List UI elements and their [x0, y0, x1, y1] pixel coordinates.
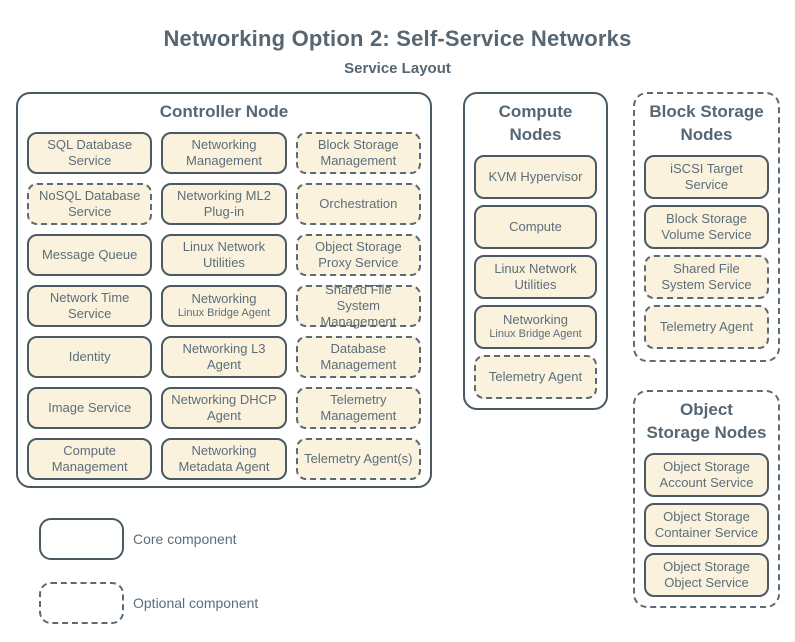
group-title-block-storage-nodes: Block Storage Nodes [649, 102, 764, 144]
service-label: Telemetry Agent [488, 368, 583, 384]
service-label: Identity [68, 349, 111, 364]
service-box: Identity [27, 335, 153, 378]
group-compute-nodes: Compute Nodes KVM Hypervisor Compute Lin… [463, 92, 608, 410]
service-label: Object Storage Container Service [654, 509, 759, 540]
service-box: Networking DHCP Agent [161, 386, 287, 429]
service-label: Networking [502, 312, 569, 328]
group-title-object-storage-nodes: Object Storage Nodes [646, 400, 767, 442]
service-label: Shared File System Service [661, 261, 752, 292]
service-label: Block Storage Volume Service [661, 211, 752, 242]
service-box: Telemetry Agent [474, 354, 597, 399]
service-box: Object Storage Object Service [644, 552, 769, 597]
service-label: Shared File System Management [320, 282, 397, 329]
service-box: Networking ML2 Plug-in [161, 182, 287, 225]
group-title-controller-node: Controller Node [159, 102, 289, 121]
service-label: Compute [509, 218, 562, 234]
service-label: Telemetry Agent [659, 318, 754, 334]
service-box: Database Management [295, 335, 421, 378]
service-box: Networking Linux Bridge Agent [161, 284, 287, 327]
service-box: Message Queue [27, 233, 153, 276]
service-box: Object Storage Proxy Service [295, 233, 421, 276]
service-label: Image Service [48, 400, 132, 415]
optional-component-swatch [39, 582, 124, 624]
controller-node-items: SQL Database Service Networking Manageme… [18, 124, 430, 488]
service-box: Block Storage Management [295, 131, 421, 174]
service-box: Shared File System Service [644, 254, 769, 299]
service-label: Message Queue [41, 247, 138, 262]
service-sublabel: Linux Bridge Agent [177, 307, 271, 320]
service-label: Networking Management [186, 137, 262, 168]
service-box: Networking Linux Bridge Agent [474, 304, 597, 349]
service-box: Shared File System Management [295, 282, 421, 329]
service-label: Networking [191, 291, 257, 307]
service-box: Telemetry Management [295, 386, 421, 429]
service-label: Object Storage Object Service [663, 559, 750, 590]
core-component-swatch [39, 518, 124, 560]
service-label: Network Time Service [49, 290, 130, 321]
service-box: iSCSI Target Service [644, 154, 769, 199]
service-box: Compute [474, 204, 597, 249]
service-label: Networking Metadata Agent [178, 443, 270, 474]
service-label: Telemetry Management [320, 392, 397, 423]
group-controller-node: Controller Node SQL Database Service Net… [16, 92, 432, 488]
service-label: Linux Network Utilities [182, 239, 266, 270]
group-block-storage-nodes: Block Storage Nodes iSCSI Target Service… [633, 92, 780, 362]
group-object-storage-nodes: Object Storage Nodes Object Storage Acco… [633, 390, 780, 608]
service-box: Orchestration [295, 182, 421, 225]
legend: Core component Optional component [39, 518, 258, 624]
legend-label-core: Core component [133, 531, 237, 547]
service-label: Networking L3 Agent [182, 341, 266, 372]
service-box: Networking Metadata Agent [161, 437, 287, 480]
service-label: iSCSI Target Service [670, 161, 743, 192]
service-label: Orchestration [319, 196, 398, 211]
service-box: Image Service [27, 386, 153, 429]
service-label: Object Storage Proxy Service [314, 239, 402, 270]
service-label: Networking DHCP Agent [171, 392, 277, 423]
service-box: Telemetry Agent(s) [295, 437, 421, 480]
service-box: Telemetry Agent [644, 304, 769, 349]
service-label: Linux Network Utilities [494, 261, 577, 292]
service-box: Network Time Service [27, 284, 153, 327]
service-box: Block Storage Volume Service [644, 204, 769, 249]
group-title-compute-nodes: Compute Nodes [498, 102, 573, 144]
service-box: Object Storage Account Service [644, 452, 769, 497]
compute-nodes-items: KVM Hypervisor Compute Linux Network Uti… [465, 147, 606, 408]
service-label: Telemetry Agent(s) [304, 451, 413, 466]
legend-row-core: Core component [39, 518, 258, 560]
service-label: Object Storage Account Service [659, 459, 754, 490]
service-box: SQL Database Service [27, 131, 153, 174]
service-box: Networking L3 Agent [161, 335, 287, 378]
service-box: Networking Management [161, 131, 287, 174]
service-box: Compute Management [27, 437, 153, 480]
service-box: KVM Hypervisor [474, 154, 597, 199]
service-sublabel: Linux Bridge Agent [489, 328, 582, 341]
legend-label-optional: Optional component [133, 595, 259, 611]
page-subtitle: Service Layout [344, 60, 451, 77]
object-storage-nodes-items: Object Storage Account Service Object St… [635, 445, 778, 606]
page-title: Networking Option 2: Self-Service Networ… [163, 26, 632, 51]
service-label: SQL Database Service [47, 137, 133, 168]
service-label: Database Management [320, 341, 397, 372]
service-label: Compute Management [51, 443, 128, 474]
block-storage-nodes-items: iSCSI Target Service Block Storage Volum… [635, 147, 778, 360]
service-label: Networking ML2 Plug-in [177, 188, 271, 219]
service-box: Linux Network Utilities [161, 233, 287, 276]
service-box: NoSQL Database Service [27, 182, 153, 225]
service-label: NoSQL Database Service [38, 188, 141, 219]
service-box: Object Storage Container Service [644, 502, 769, 547]
service-box: Linux Network Utilities [474, 254, 597, 299]
service-label: KVM Hypervisor [488, 168, 583, 184]
service-label: Block Storage Management [317, 137, 399, 168]
legend-row-optional: Optional component [39, 582, 258, 624]
